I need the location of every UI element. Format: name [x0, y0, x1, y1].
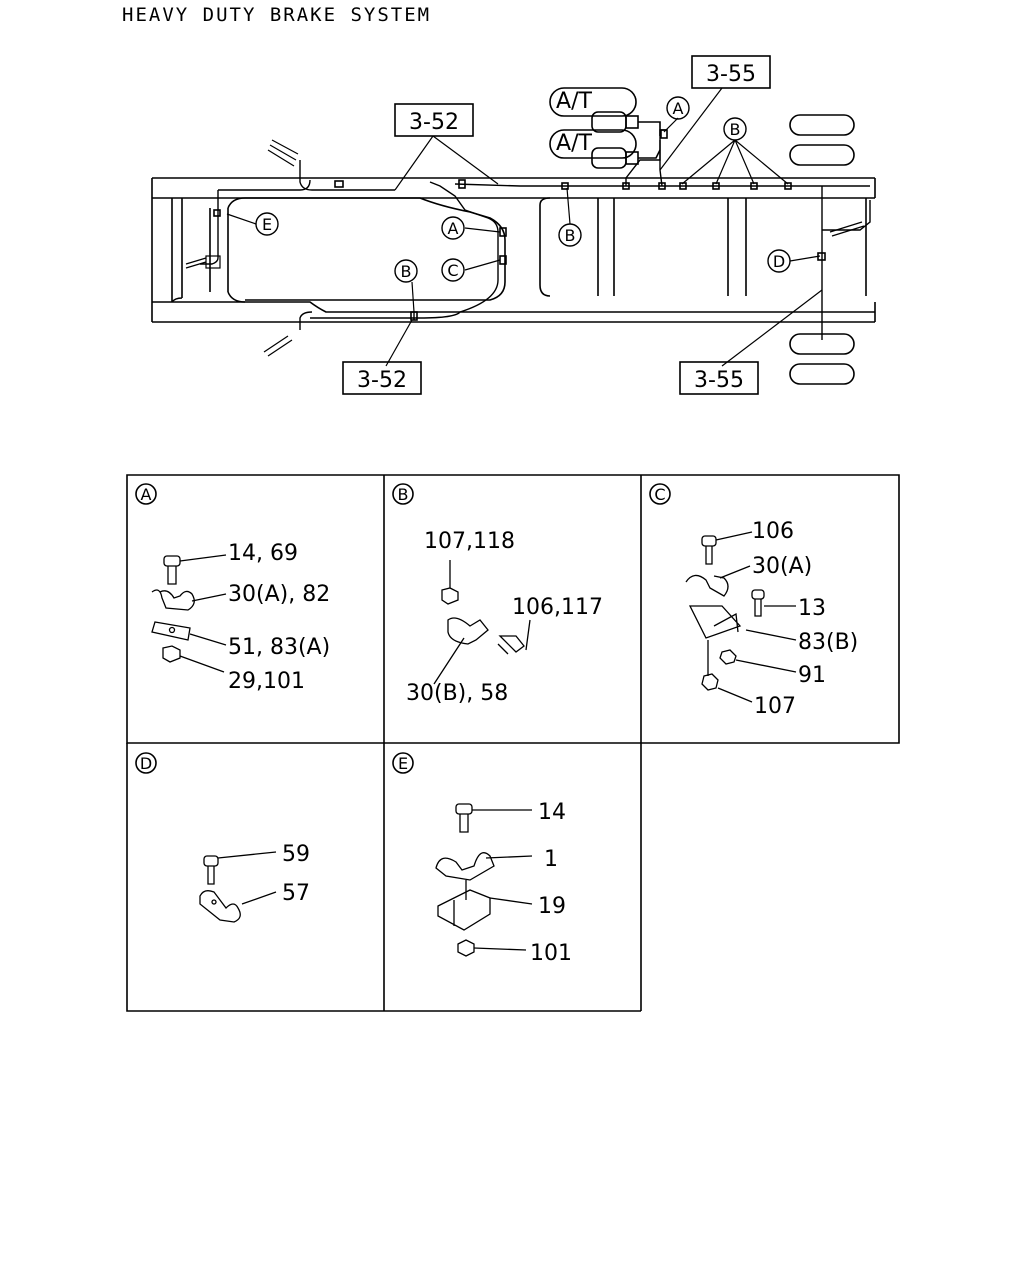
part-number: 30(B), 58	[406, 681, 508, 706]
part-number: 83(B)	[798, 630, 858, 655]
panel-letter: B	[398, 485, 409, 504]
part-number: 59	[282, 842, 310, 867]
panel-letter: A	[141, 485, 152, 504]
air-tank-label: A/T	[556, 89, 592, 114]
overview-leaders	[226, 87, 823, 367]
part-number: 30(A), 82	[228, 582, 330, 607]
callout-letter: A	[673, 99, 684, 118]
panel-e-parts	[435, 803, 533, 957]
brake-lines	[200, 129, 871, 340]
rear-wheels	[789, 114, 855, 385]
panel-d-parts	[199, 851, 277, 923]
part-number: 29,101	[228, 669, 305, 694]
air-tank-label: A/T	[556, 131, 592, 156]
brake-hoses	[185, 139, 865, 357]
callout-letter: C	[447, 261, 458, 280]
ref-label: 3-55	[706, 62, 756, 87]
callout-letter: B	[565, 226, 576, 245]
ref-label: 3-55	[694, 368, 744, 393]
part-number: 106,117	[512, 595, 603, 620]
panel-a-parts	[151, 554, 227, 673]
page-title: HEAVY DUTY BRAKE SYSTEM	[122, 4, 432, 26]
panel-letter: E	[398, 754, 408, 773]
callout-letter: E	[262, 215, 272, 234]
clip-markers	[213, 129, 826, 321]
chassis-frame	[151, 177, 876, 323]
part-number: 13	[798, 596, 826, 621]
part-number: 101	[530, 941, 572, 966]
part-number: 14, 69	[228, 541, 298, 566]
detail-grid	[126, 474, 900, 1012]
part-number: 57	[282, 881, 310, 906]
part-number: 1	[544, 847, 558, 872]
part-number: 107,118	[424, 529, 515, 554]
part-number: 51, 83(A)	[228, 635, 330, 660]
panel-b-parts	[433, 560, 531, 685]
ref-label: 3-52	[409, 110, 459, 135]
part-number: 106	[752, 519, 794, 544]
part-number: 14	[538, 800, 566, 825]
ref-label: 3-52	[357, 368, 407, 393]
panel-c-parts	[685, 531, 797, 703]
part-number: 91	[798, 663, 826, 688]
callout-letter: B	[730, 120, 741, 139]
panel-letter: D	[140, 754, 152, 773]
air-tanks	[549, 87, 661, 169]
part-number: 30(A)	[752, 554, 812, 579]
callout-letter: D	[773, 252, 785, 271]
overview-callouts	[255, 96, 791, 283]
callout-letter: A	[448, 219, 459, 238]
part-number: 107	[754, 694, 796, 719]
callout-letter: B	[401, 262, 412, 281]
panel-letter: C	[654, 485, 665, 504]
ref-boxes	[342, 55, 771, 395]
part-number: 19	[538, 894, 566, 919]
